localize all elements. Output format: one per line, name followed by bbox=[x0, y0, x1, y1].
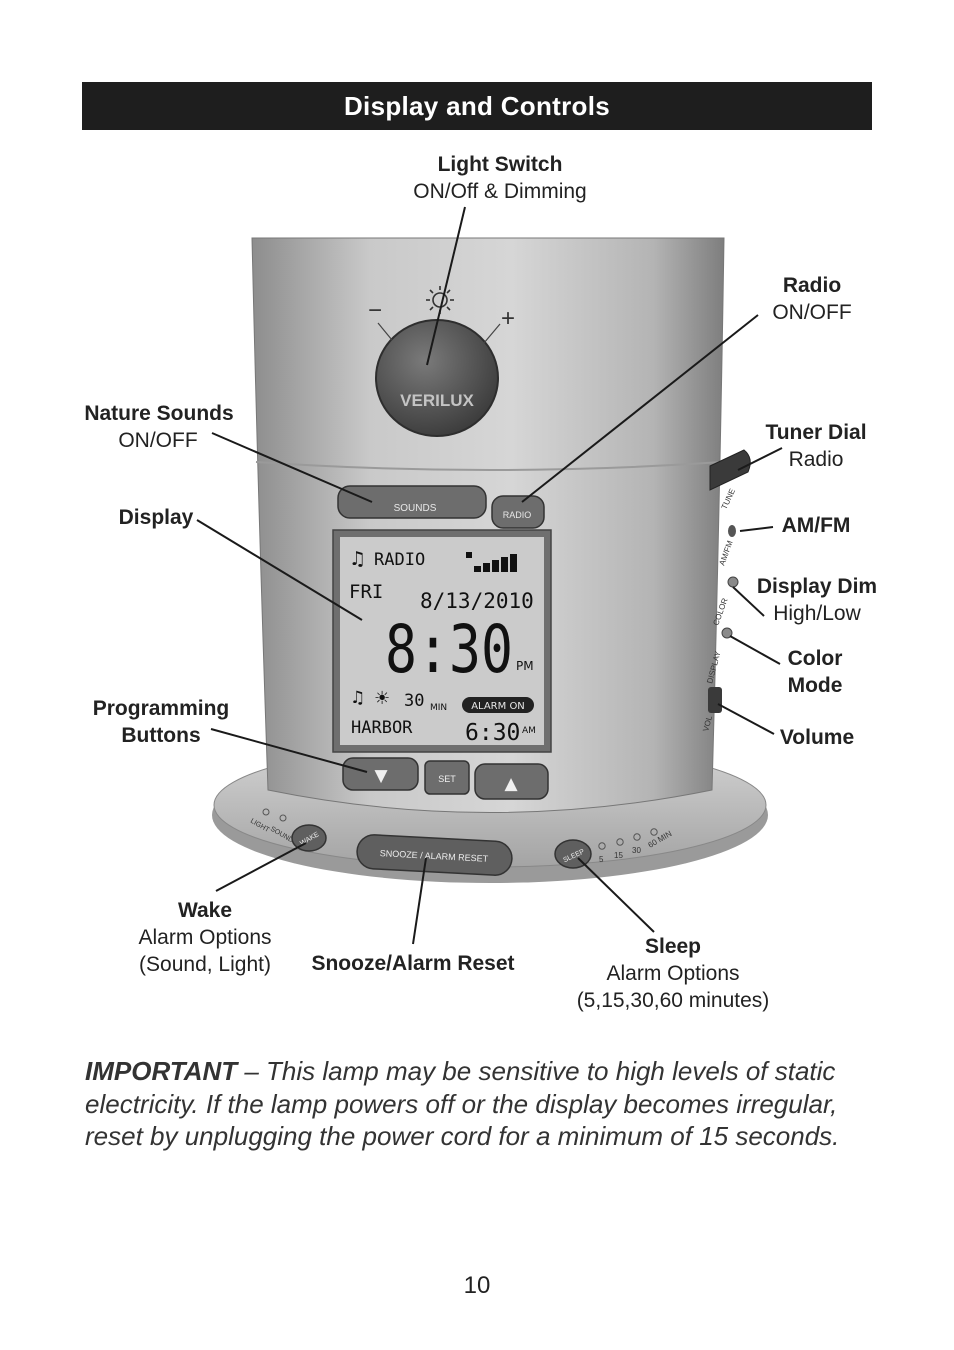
callout-programming-buttons: Programming Buttons bbox=[84, 695, 238, 749]
callout-radio: Radio ON/OFF bbox=[752, 272, 872, 326]
side-label-vol: VOL bbox=[701, 714, 714, 732]
set-button[interactable]: SET bbox=[424, 760, 470, 795]
callout-wake-title: Wake bbox=[177, 899, 233, 922]
lcd-sound-name: HARBOR bbox=[351, 718, 413, 738]
lcd-display: ♫ RADIO FRI 8/13/2010 8:30 PM ♫ ☀ 30 MIN… bbox=[332, 529, 552, 753]
down-button[interactable]: ▼ bbox=[342, 757, 419, 791]
callout-light-switch-title: Light Switch bbox=[437, 153, 563, 176]
signal-strength-icon bbox=[466, 552, 517, 572]
sleep-button[interactable]: SLEEP bbox=[554, 839, 592, 869]
callout-tuner-dial-title: Tuner Dial bbox=[765, 421, 867, 444]
radio-button-label: RADIO bbox=[503, 510, 532, 520]
callout-lines bbox=[196, 206, 783, 945]
important-label: IMPORTANT bbox=[85, 1056, 238, 1086]
callout-light-switch: Light Switch ON/Off & Dimming bbox=[400, 151, 600, 205]
sleep-time-5: 5 bbox=[599, 855, 604, 864]
sounds-button-label: SOUNDS bbox=[394, 503, 437, 514]
callout-color-mode: Color Mode bbox=[770, 645, 860, 699]
side-label-amfm: AM/FM bbox=[717, 539, 734, 567]
dimmer-plus-label: + bbox=[501, 305, 515, 332]
volume-dial[interactable] bbox=[708, 687, 722, 713]
lcd-time: 8:30 bbox=[385, 611, 513, 688]
callout-nature-sounds-desc: ON/OFF bbox=[118, 429, 198, 452]
tuner-dial[interactable] bbox=[709, 449, 751, 491]
callout-am-fm-title: AM/FM bbox=[781, 514, 851, 537]
light-switch-knob[interactable]: VERILUX bbox=[375, 319, 499, 437]
callout-radio-desc: ON/OFF bbox=[772, 301, 852, 324]
lcd-alarm-badge: ALARM ON bbox=[471, 701, 525, 712]
lcd-alarm-time: 6:30 bbox=[465, 720, 520, 746]
up-button[interactable]: ▲ bbox=[474, 763, 549, 800]
callout-light-switch-desc: ON/Off & Dimming bbox=[413, 180, 587, 203]
callout-display-dim-desc: High/Low bbox=[773, 602, 861, 625]
callout-sleep-title: Sleep bbox=[644, 935, 702, 958]
callout-programming-title2: Buttons bbox=[121, 724, 201, 747]
callout-snooze-title: Snooze/Alarm Reset bbox=[311, 952, 515, 975]
up-arrow-icon: ▲ bbox=[504, 774, 518, 794]
section-header: Display and Controls bbox=[82, 82, 872, 130]
lcd-mode: RADIO bbox=[374, 550, 425, 570]
callout-display-dim: Display Dim High/Low bbox=[746, 573, 888, 627]
lcd-ampm: PM bbox=[516, 659, 534, 673]
dimmer-minus-label: − bbox=[368, 297, 382, 324]
callout-sleep-desc2: (5,15,30,60 minutes) bbox=[576, 989, 770, 1012]
display-dim-button[interactable] bbox=[727, 576, 739, 588]
important-notice: IMPORTANT – This lamp may be sensitive t… bbox=[85, 1055, 875, 1153]
lcd-date: 8/13/2010 bbox=[420, 589, 534, 613]
callout-wake: Wake Alarm Options (Sound, Light) bbox=[124, 897, 286, 978]
callout-am-fm: AM/FM bbox=[772, 512, 860, 539]
callout-snooze: Snooze/Alarm Reset bbox=[296, 950, 530, 977]
lcd-note-icon-2: ♫ bbox=[350, 688, 365, 708]
lamp-diagram: VERILUX − + SOUNDS RADIO ♫ RADIO FRI bbox=[196, 206, 783, 945]
callout-sleep: Sleep Alarm Options (5,15,30,60 minutes) bbox=[558, 933, 788, 1014]
callout-tuner-dial: Tuner Dial Radio bbox=[752, 419, 880, 473]
callout-wake-desc: Alarm Options bbox=[138, 926, 272, 949]
callout-tuner-dial-desc: Radio bbox=[788, 448, 844, 471]
section-title: Display and Controls bbox=[343, 90, 611, 121]
brand-logo: VERILUX bbox=[400, 391, 474, 410]
callout-sleep-desc: Alarm Options bbox=[606, 962, 740, 985]
page-number: 10 bbox=[463, 1272, 491, 1299]
callout-display-title: Display bbox=[118, 506, 194, 529]
callout-display-dim-title: Display Dim bbox=[756, 575, 878, 598]
down-arrow-icon: ▼ bbox=[374, 766, 388, 786]
callout-display: Display bbox=[110, 504, 202, 531]
sounds-button[interactable]: SOUNDS bbox=[337, 485, 487, 519]
callout-radio-title: Radio bbox=[782, 274, 842, 297]
lcd-min-label: MIN bbox=[430, 703, 447, 713]
callout-volume: Volume bbox=[770, 724, 864, 751]
callout-wake-desc2: (Sound, Light) bbox=[139, 953, 271, 976]
radio-button[interactable]: RADIO bbox=[491, 495, 545, 529]
lcd-sleep-minutes: 30 bbox=[404, 691, 424, 711]
callout-nature-sounds-title: Nature Sounds bbox=[84, 402, 234, 425]
callout-color-mode-title2: Mode bbox=[787, 674, 843, 697]
lcd-note-icon: ♫ bbox=[349, 548, 366, 570]
snooze-alarm-reset-button[interactable]: SNOOZE / ALARM RESET bbox=[356, 834, 513, 876]
lcd-day: FRI bbox=[349, 581, 383, 603]
lcd-alarm-ampm: AM bbox=[522, 726, 536, 736]
lcd-sun-icon: ☀ bbox=[374, 688, 390, 709]
callout-programming-title: Programming bbox=[92, 697, 230, 720]
important-text: – This lamp may be sensitive to high lev… bbox=[85, 1056, 840, 1151]
side-label-tune: TUNE bbox=[720, 487, 737, 511]
sleep-time-30: 30 bbox=[632, 846, 641, 855]
am-fm-switch[interactable] bbox=[728, 525, 736, 537]
callout-nature-sounds: Nature Sounds ON/OFF bbox=[78, 400, 240, 454]
color-mode-button[interactable] bbox=[721, 627, 733, 639]
sleep-time-15: 15 bbox=[614, 851, 623, 860]
callout-volume-title: Volume bbox=[779, 726, 855, 749]
sleep-time-indicators bbox=[598, 828, 658, 850]
callout-color-mode-title: Color bbox=[787, 647, 843, 670]
set-button-label: SET bbox=[438, 774, 456, 784]
